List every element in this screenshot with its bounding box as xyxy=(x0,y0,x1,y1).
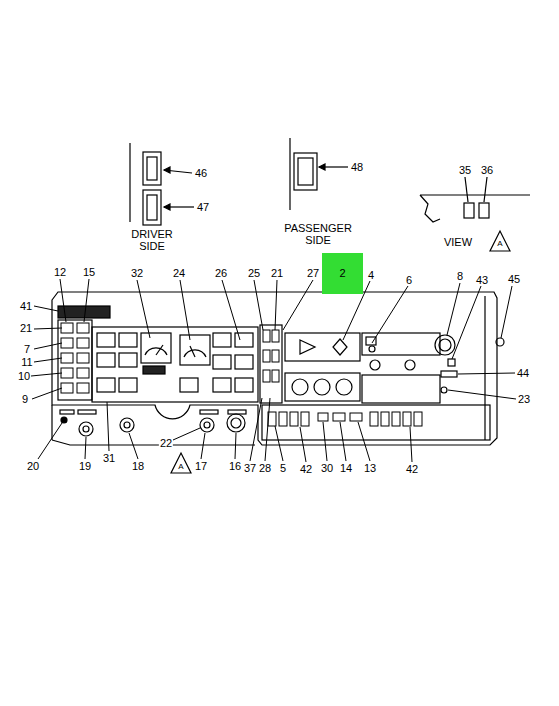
highlight-box: 2 xyxy=(322,253,363,294)
callout-number: 16 xyxy=(228,460,242,472)
callout-number: 22 xyxy=(159,437,173,449)
callout-number: 26 xyxy=(214,267,228,279)
callout-number: 17 xyxy=(194,460,208,472)
callout-number: 47 xyxy=(196,201,210,213)
callout-number: 7 xyxy=(23,343,31,355)
callout-number: 8 xyxy=(456,270,464,282)
callout-number: 5 xyxy=(279,462,287,474)
callout-number: 31 xyxy=(102,452,116,464)
callout-number: 19 xyxy=(78,460,92,472)
callout-number: 30 xyxy=(320,462,334,474)
callout-number: 42 xyxy=(299,463,313,475)
view-label: DRIVER SIDE xyxy=(121,228,183,252)
callout-number: 46 xyxy=(194,167,208,179)
callout-number: 14 xyxy=(339,462,353,474)
callout-number: 20 xyxy=(26,460,40,472)
callout-number: 25 xyxy=(247,267,261,279)
callout-number: 28 xyxy=(258,462,272,474)
callout-number: 9 xyxy=(21,393,29,405)
callout-number: 10 xyxy=(17,370,31,382)
callout-number: A xyxy=(496,240,503,249)
callout-number: 23 xyxy=(517,393,531,405)
callout-number: 11 xyxy=(20,356,33,368)
callout-number: VIEW xyxy=(443,236,473,248)
view-label: PASSENGER SIDE xyxy=(272,222,364,246)
callout-number: 15 xyxy=(82,266,96,278)
callout-number: 12 xyxy=(53,266,67,278)
callout-number: 21 xyxy=(270,267,284,279)
callout-number: 2 xyxy=(339,267,345,279)
callout-number: 42 xyxy=(405,463,419,475)
callout-number: 27 xyxy=(306,267,320,279)
callout-number: 24 xyxy=(172,267,186,279)
callout-number: A xyxy=(177,463,184,472)
callout-number: 48 xyxy=(350,161,364,173)
callout-number: 32 xyxy=(130,267,144,279)
callout-number: 36 xyxy=(480,164,494,176)
callout-number: 44 xyxy=(516,367,530,379)
callout-number: 35 xyxy=(458,164,472,176)
callout-number: 13 xyxy=(363,462,377,474)
callout-number: 37 xyxy=(243,462,257,474)
callout-number: 45 xyxy=(507,273,521,285)
callout-number: 21 xyxy=(19,322,33,334)
callout-number: 43 xyxy=(475,274,489,286)
callout-number: 4 xyxy=(367,269,375,281)
callout-number: 41 xyxy=(19,300,33,312)
callout-number: 18 xyxy=(131,460,145,472)
callout-number: 6 xyxy=(405,274,413,286)
